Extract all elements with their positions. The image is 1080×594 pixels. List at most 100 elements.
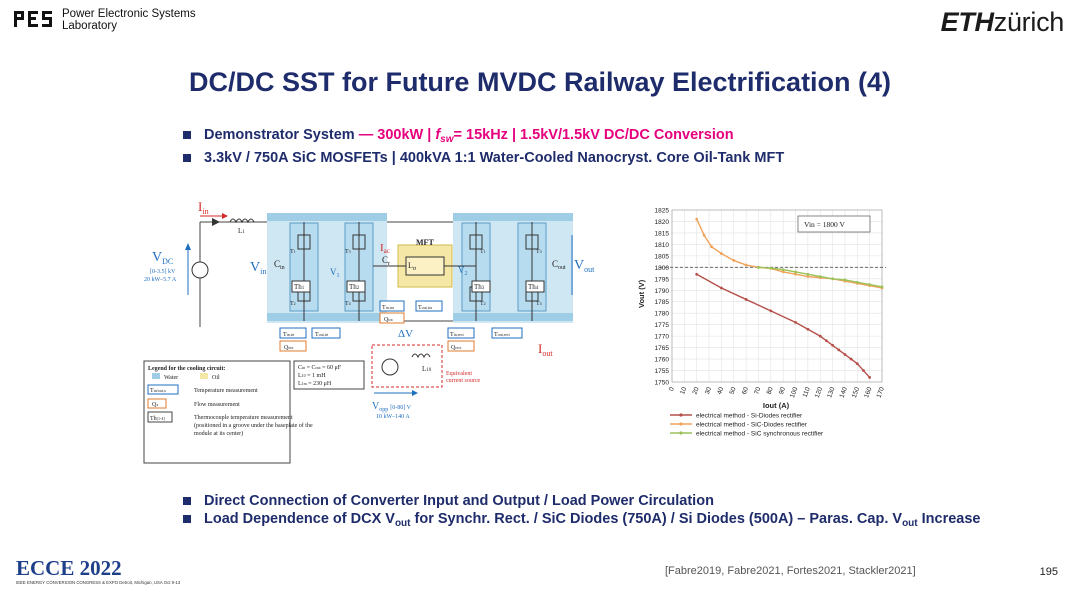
val1-sub2: out [316, 365, 322, 370]
cr-label: C [382, 255, 388, 265]
bullet-load-c: Increase [917, 511, 981, 527]
x-tick-label: 30 [704, 386, 713, 396]
legend-water: Water [164, 375, 178, 381]
legend-th-box-sub: [1-4] [157, 416, 166, 421]
cin-label: C [274, 259, 280, 269]
series-point [769, 309, 773, 313]
svg-text:Lσ: Lσ [408, 261, 417, 272]
t-label-1: T [290, 249, 294, 255]
svg-text:Vopp[0-80] V: Vopp[0-80] V [372, 401, 412, 413]
series-point [806, 327, 810, 331]
series-point [843, 278, 847, 282]
th-box-2: Th [349, 283, 357, 291]
th-box-1-sub: 1 [302, 286, 305, 291]
series-point [831, 343, 834, 347]
series-point [794, 270, 797, 274]
legend-flow: Flow measurement [194, 402, 240, 408]
svg-text:L10: L10 [422, 365, 432, 373]
q-box-3: Q [451, 345, 456, 351]
x-tick-label: 40 [716, 386, 725, 396]
svg-text:Qrect: Qrect [451, 345, 462, 351]
vopp-power: 10 kW–140 A [376, 414, 410, 420]
svg-text:Iin: Iin [198, 199, 209, 216]
bullet-direct-connection: Direct Connection of Converter Input and… [180, 492, 981, 510]
series-point [710, 245, 713, 249]
svg-text:Qx: Qx [152, 402, 158, 408]
y-tick-label: 1775 [655, 322, 670, 329]
iout-label: I [538, 341, 542, 356]
cout-sub: out [558, 265, 566, 271]
t-meas-4-sub: out,tra [422, 305, 433, 311]
vin-sub: in [260, 267, 266, 276]
svg-text:L1: L1 [238, 227, 245, 235]
t-label-3-sub: 3 [349, 249, 351, 254]
vopp-sub: opp [379, 407, 388, 413]
svg-text:Tout,tra: Tout,tra [418, 305, 432, 311]
svg-text:Th1: Th1 [294, 283, 305, 291]
eth-logo-rest: zürich [993, 7, 1065, 37]
t-label-2-sub: 2 [294, 301, 296, 306]
t-meas-6: T [494, 332, 498, 338]
vout-chart: 1750175517601765177017751780178517901795… [637, 208, 886, 438]
x-tick-label: 160 [863, 386, 873, 399]
svg-text:VDC: VDC [152, 250, 173, 266]
bullet-conversion: | 1.5kV/1.5kV DC/DC Conversion [507, 127, 734, 143]
eth-logo-bold: ETH [940, 7, 994, 37]
svg-text:Tin/out,x: Tin/out,x [150, 388, 166, 394]
x-tick-label: 20 [692, 386, 701, 396]
d-label-2-sub: 2 [484, 301, 486, 306]
svg-text:T3: T3 [536, 249, 542, 255]
legend-marker [679, 431, 683, 435]
plot-frame [671, 209, 883, 383]
q-box-1-sub: inv [288, 345, 293, 350]
legend-temp: Temperature measurement [194, 388, 258, 394]
y-tick-label: 1760 [655, 357, 670, 364]
iac-sub: ac [384, 247, 390, 255]
t-meas-5: T [450, 332, 454, 338]
cr-sub: r [388, 261, 390, 267]
t-label-4: T [345, 301, 349, 307]
legend-thermo1: Thermocouple temperature measurement [194, 415, 293, 421]
legend-marker [679, 413, 683, 417]
y-tick-label: 1785 [655, 299, 670, 306]
v1-sub: 1 [337, 273, 340, 279]
bottom-bullets: Direct Connection of Converter Input and… [180, 492, 981, 533]
mft-label: MFT [416, 238, 434, 247]
vout-label: V [574, 258, 584, 273]
legend-title: Legend for the cooling circuit: [148, 366, 225, 372]
series-point [880, 285, 884, 289]
y-tick-label: 1765 [655, 345, 670, 352]
pes-logo: Power Electronic Systems Laboratory [14, 8, 196, 32]
svg-text:Vout: Vout [574, 258, 595, 274]
x-tick-label: 170 [876, 386, 886, 399]
y-tick-label: 1800 [655, 265, 670, 272]
d-label-2: T [480, 301, 484, 307]
series-point [781, 270, 785, 274]
annotation-label: Vin = 1800 V [804, 220, 846, 229]
bullet-load-sub: out [394, 518, 411, 529]
t-meas-3-sub: in,tra [386, 305, 395, 311]
series-point [868, 283, 872, 286]
svg-text:Cout: Cout [552, 259, 566, 271]
v2-label: V [458, 265, 465, 275]
circuit-diagram: MFT Lσ Th1 Th2 Th3 Th4 Tin,tri Tout,tri … [143, 199, 595, 464]
series-point [855, 280, 859, 284]
bullet-demonstrator-label: Demonstrator System [204, 127, 355, 143]
svg-text:L10 = 1 mH: L10 = 1 mH [298, 373, 326, 379]
svg-text:Iout: Iout [538, 341, 553, 358]
svg-text:T1: T1 [480, 249, 486, 255]
d-label-1-sub: 1 [484, 249, 486, 254]
vdc-power: 20 kW–5.7 A [144, 277, 177, 283]
svg-text:Vin: Vin [250, 260, 266, 276]
th-box-3-sub: 3 [482, 286, 485, 291]
d-label-3: T [536, 249, 540, 255]
series-point [702, 233, 706, 237]
x-tick-label: 120 [814, 386, 824, 399]
svg-text:Tout,rect: Tout,rect [494, 332, 511, 338]
svg-text:Cin = Cout = 60 μF: Cin = Cout = 60 μF [298, 365, 342, 371]
series-point [757, 265, 760, 269]
q-box-1: Q [284, 345, 289, 351]
t-meas-6-sub: out,rect [498, 332, 511, 338]
legend-thermo2: (positioned in a groove under the basepl… [194, 422, 313, 429]
t-meas-2-sub: out,tri [319, 332, 330, 338]
